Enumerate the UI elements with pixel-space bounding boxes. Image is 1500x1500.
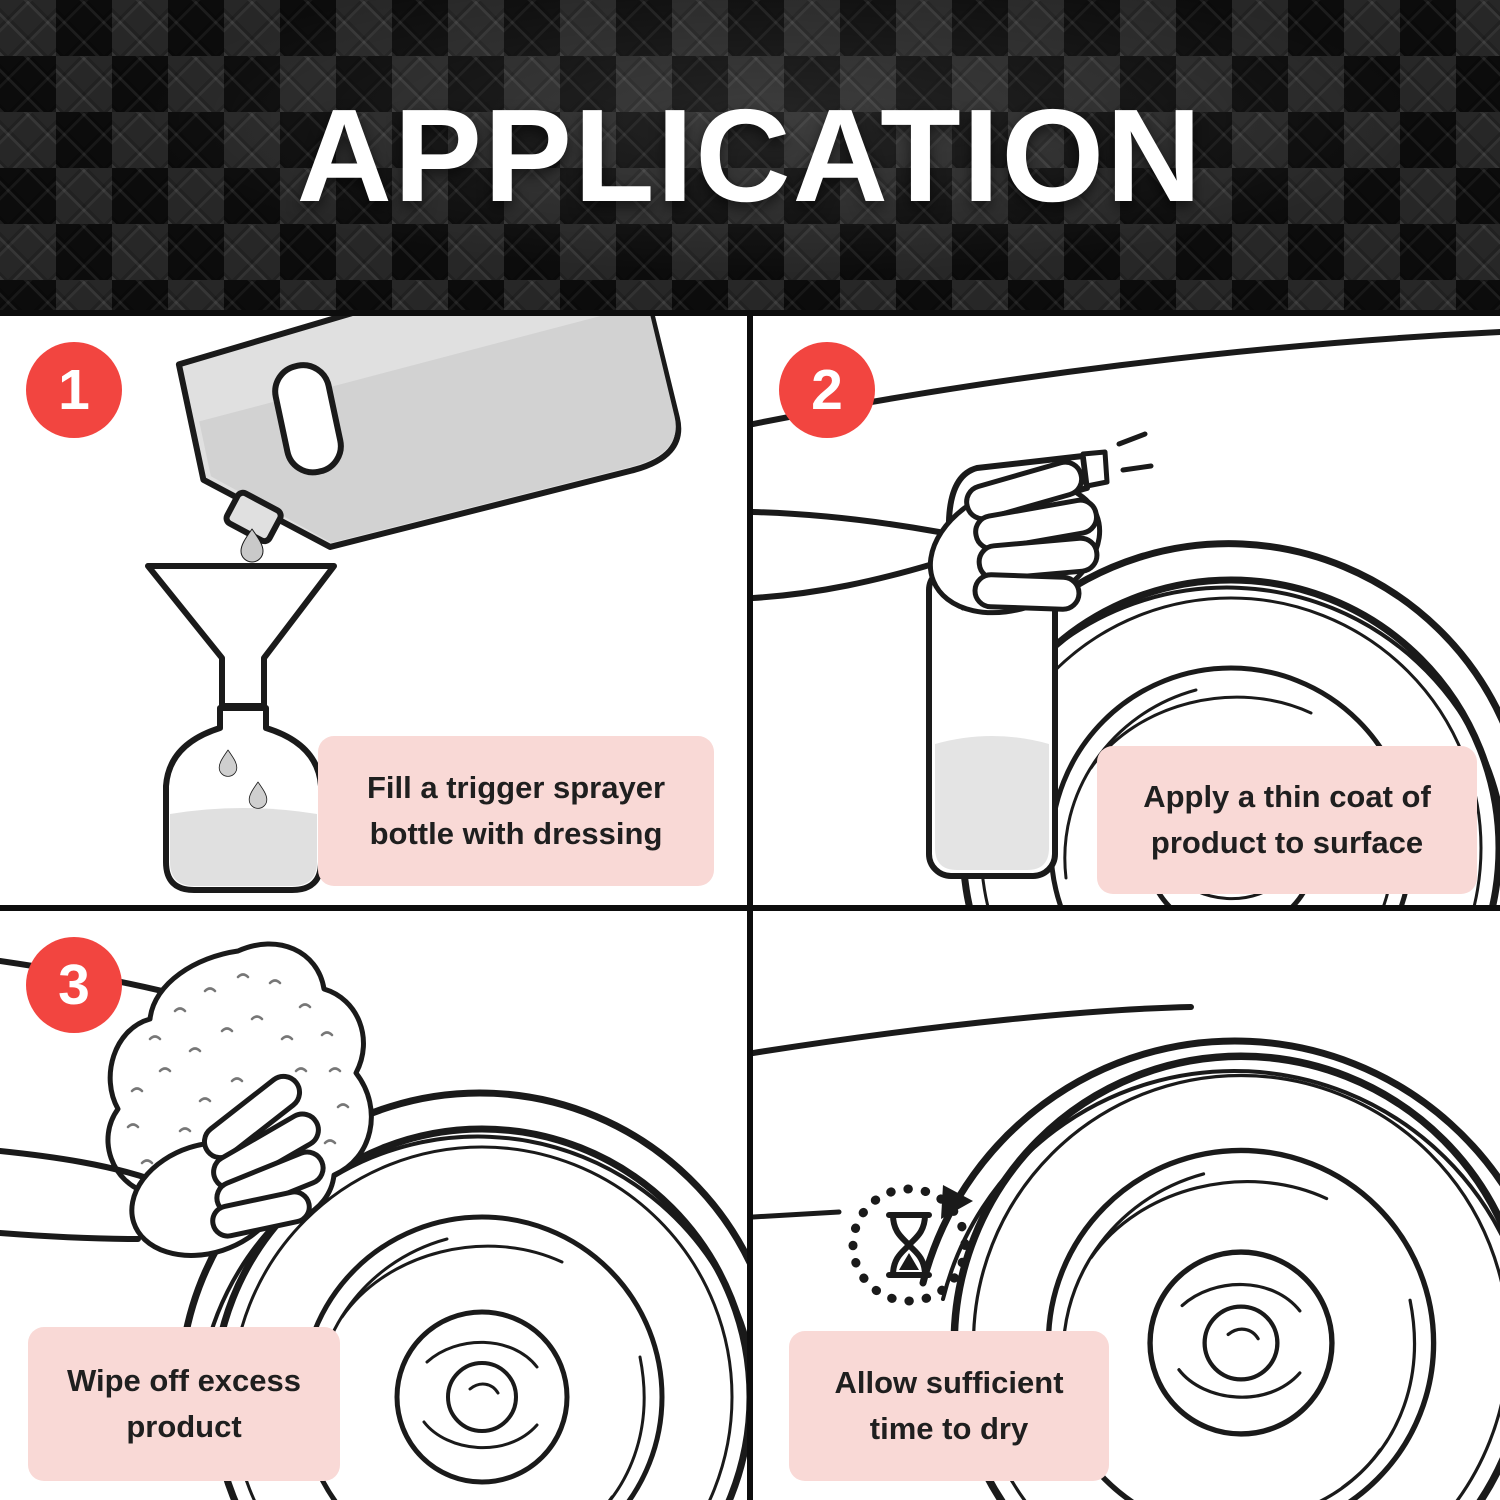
jug-icon: [175, 316, 682, 550]
jug-funnel-spray-bottle-illustration: [145, 316, 682, 893]
step-panel-1: 1 Fill a trigger sprayer bottle with dre…: [0, 316, 747, 905]
step-panel-3: 3 Wipe off excess product: [0, 911, 747, 1500]
spray-mist-icon: [1116, 431, 1154, 473]
header-banner: APPLICATION: [0, 0, 1500, 310]
step-2-caption: Apply a thin coat of product to surface: [1097, 746, 1477, 894]
step-panel-2: 2 Apply a thin coat of product to surfac…: [753, 316, 1500, 905]
steps-grid: 1 Fill a trigger sprayer bottle with dre…: [0, 310, 1500, 1500]
drying-wheel-illustration: [753, 1004, 1500, 1500]
hourglass-timer-icon: [848, 1184, 973, 1306]
step-1-caption: Fill a trigger sprayer bottle with dress…: [318, 736, 714, 886]
hand-spraying-wheel-illustration: [753, 329, 1500, 905]
page-title: APPLICATION: [296, 81, 1204, 229]
hand-icon: [0, 1073, 326, 1258]
cloth-wiping-wheel-illustration: [0, 941, 747, 1500]
step-3-caption: Wipe off excess product: [28, 1327, 340, 1481]
funnel-icon: [145, 563, 337, 709]
step-1-badge: 1: [26, 342, 122, 438]
step-panel-4: Allow sufficient time to dry: [753, 911, 1500, 1500]
hand-icon: [753, 459, 1103, 616]
step-3-badge: 3: [26, 937, 122, 1033]
spray-bottle-icon: [163, 705, 324, 893]
step-4-caption: Allow sufficient time to dry: [789, 1331, 1109, 1481]
step-2-badge: 2: [779, 342, 875, 438]
